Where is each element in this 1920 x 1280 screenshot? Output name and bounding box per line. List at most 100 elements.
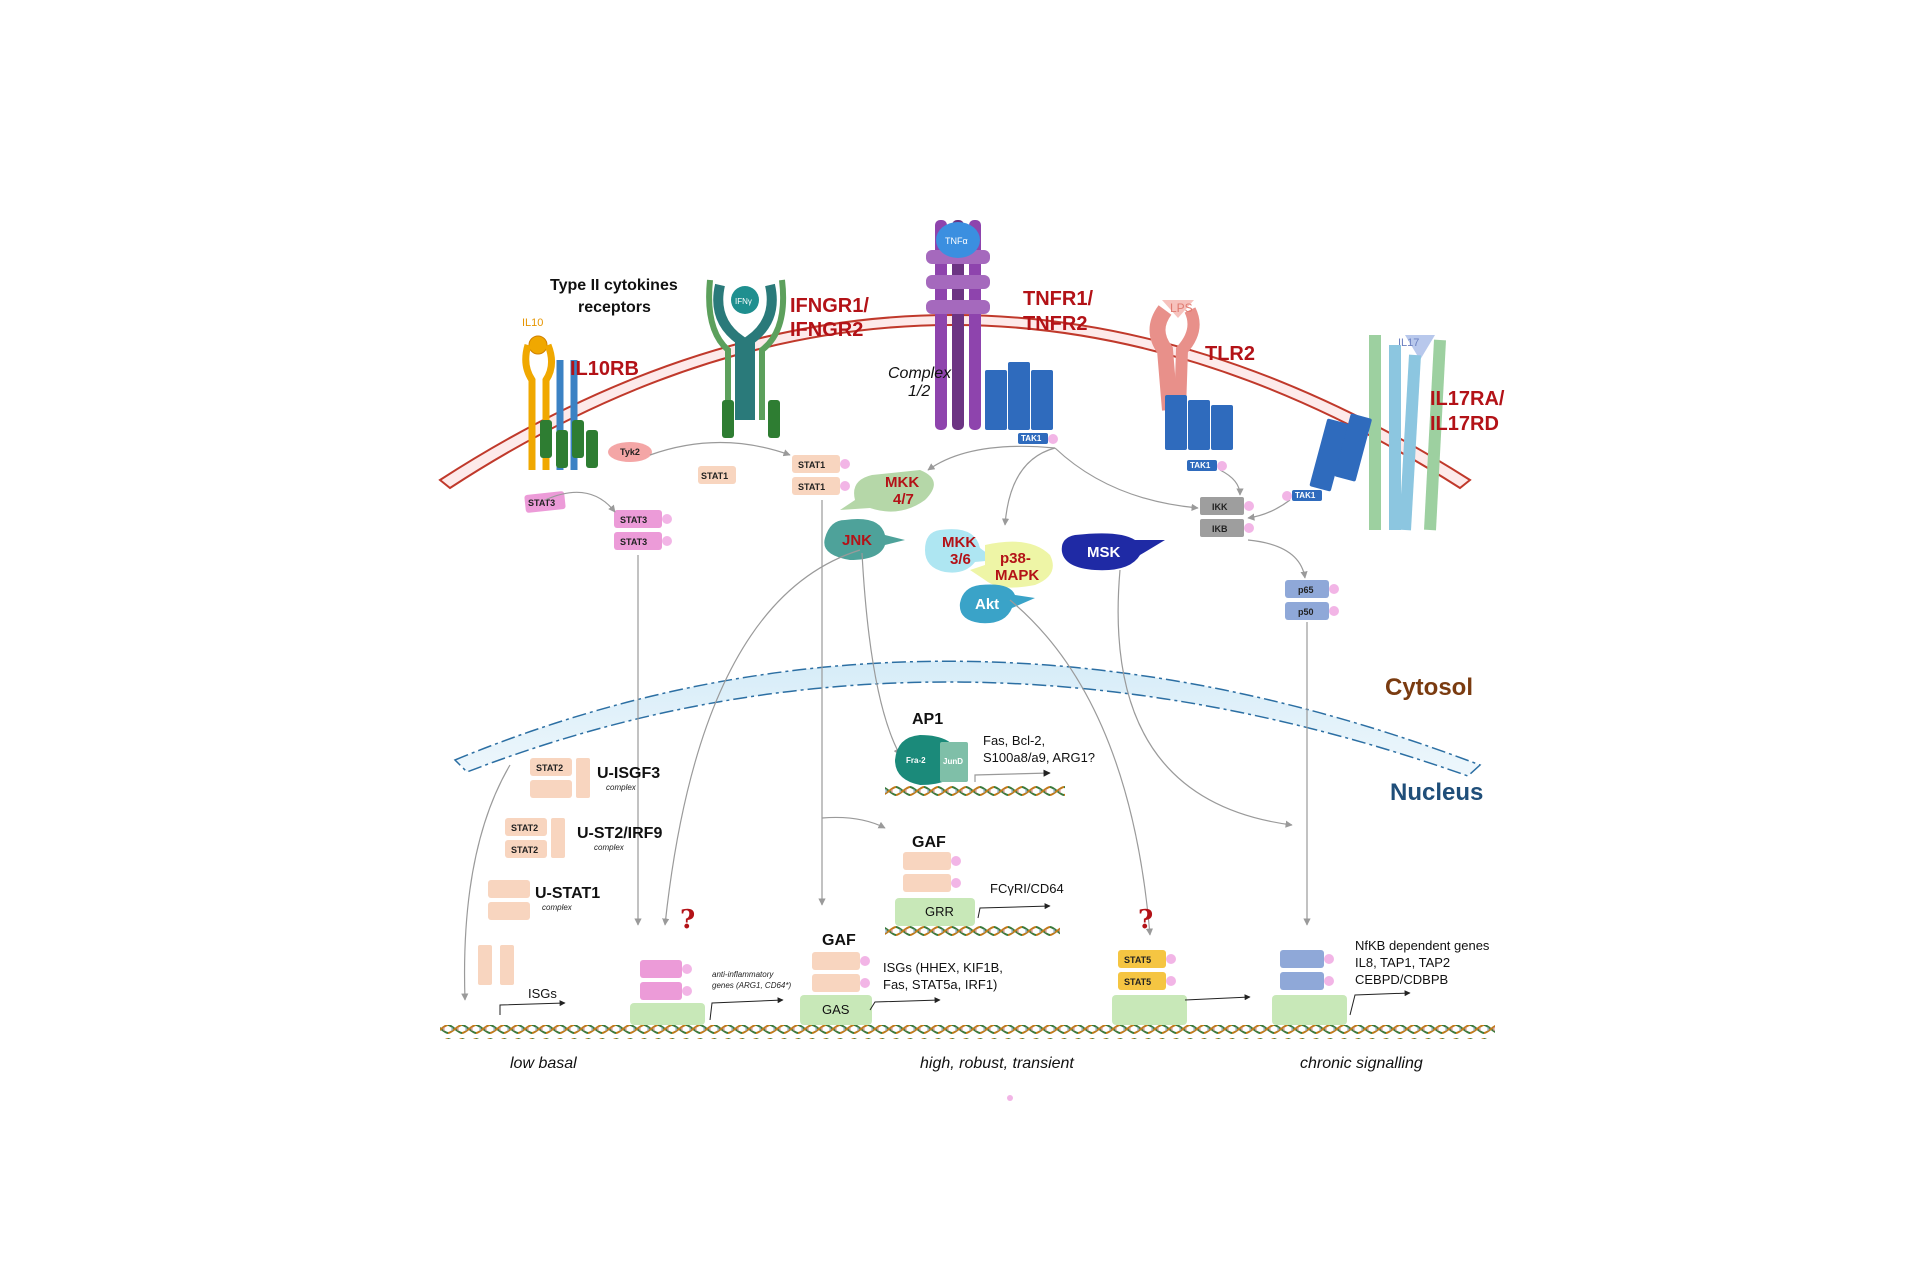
stat5-dimer: STAT5 STAT5 xyxy=(1112,950,1187,1025)
ifngr-label-2: IFNGR2 xyxy=(790,319,863,341)
mkk36-kinase: MKK 3/6 xyxy=(925,529,996,573)
fcgri-label: FCγRI/CD64 xyxy=(990,881,1064,896)
complex-label-2: 1/2 xyxy=(908,383,930,400)
complex-label-1: Complex xyxy=(888,365,952,382)
svg-text:p65: p65 xyxy=(1298,585,1314,595)
il17-receptor: IL17 TAK1 xyxy=(1292,335,1446,531)
isgs-label: ISGs xyxy=(528,986,557,1001)
stat3-dimer-nucleus xyxy=(630,960,705,1025)
u-stat1-complex xyxy=(488,880,530,920)
nucleus-label: Nucleus xyxy=(1390,779,1483,806)
svg-text:MKK: MKK xyxy=(885,474,919,491)
ap1-genes-1: Fas, Bcl-2, xyxy=(983,733,1045,748)
irf1-pair xyxy=(478,945,514,985)
svg-text:4/7: 4/7 xyxy=(893,491,914,508)
svg-text:GRR: GRR xyxy=(925,904,954,919)
chronic-label: chronic signalling xyxy=(1300,1055,1423,1072)
phosphate-marks xyxy=(662,434,1339,1101)
mkk47-kinase: MKK 4/7 xyxy=(840,470,934,512)
tnfr-label-2: TNFR2 xyxy=(1023,313,1087,335)
svg-text:p38-: p38- xyxy=(1000,550,1031,567)
u-st2irf9-label: U-ST2/IRF9 xyxy=(577,825,662,842)
jnk-kinase: JNK xyxy=(824,519,905,560)
svg-text:STAT2: STAT2 xyxy=(511,823,538,833)
svg-text:p50: p50 xyxy=(1298,607,1314,617)
stat5-question: ? xyxy=(1138,905,1153,935)
cytosol-label: Cytosol xyxy=(1385,674,1473,701)
tlr2-receptor: LPS TAK1 xyxy=(1149,300,1233,471)
anti-inflam-2: genes (ARG1, CD64*) xyxy=(712,981,791,990)
svg-text:MKK: MKK xyxy=(942,534,976,551)
ikk-ikb-complex: IKK IKB xyxy=(1200,497,1244,537)
stat1-free: STAT1 xyxy=(698,466,736,484)
svg-text:STAT3: STAT3 xyxy=(620,537,647,547)
anti-inflam-1: anti-inflammatory xyxy=(712,970,774,979)
svg-text:TAK1: TAK1 xyxy=(1295,491,1316,500)
svg-text:IKB: IKB xyxy=(1212,524,1228,534)
gas-genes-1: ISGs (HHEX, KIF1B, xyxy=(883,960,1003,975)
ap1-label: AP1 xyxy=(912,711,943,728)
dna-main xyxy=(440,1025,1495,1039)
gas-genes-2: Fas, STAT5a, IRF1) xyxy=(883,977,997,992)
nfkb-nucleus xyxy=(1272,950,1347,1025)
gaf-dimer-grr: GRR xyxy=(895,852,975,926)
svg-text:MSK: MSK xyxy=(1087,544,1121,561)
high-robust-label: high, robust, transient xyxy=(920,1055,1074,1072)
tnfr-label-1: TNFR1/ xyxy=(1023,288,1093,310)
svg-text:STAT2: STAT2 xyxy=(511,845,538,855)
tnfa-label: TNFα xyxy=(945,236,968,246)
dna-ap1 xyxy=(885,782,1065,796)
gaf-label-grr: GAF xyxy=(912,834,946,851)
svg-text:STAT3: STAT3 xyxy=(620,515,647,525)
nfkb-genes-1: NfKB dependent genes xyxy=(1355,938,1490,953)
il17r-label-2: IL17RD xyxy=(1430,413,1499,435)
svg-text:Akt: Akt xyxy=(975,596,999,613)
ap1-complex: Fra-2 JunD xyxy=(895,735,968,785)
svg-text:MAPK: MAPK xyxy=(995,567,1039,584)
svg-text:JNK: JNK xyxy=(842,532,872,549)
dna-grr xyxy=(885,926,1060,940)
il17-label: IL17 xyxy=(1398,337,1419,349)
svg-text:complex: complex xyxy=(542,903,573,912)
il10rb-label: IL10RB xyxy=(570,358,639,380)
svg-text:JunD: JunD xyxy=(943,757,963,766)
svg-text:STAT3: STAT3 xyxy=(528,498,555,508)
svg-text:STAT5: STAT5 xyxy=(1124,955,1151,965)
svg-text:IKK: IKK xyxy=(1212,502,1228,512)
nfkb-genes-2: IL8, TAP1, TAP2 xyxy=(1355,955,1450,970)
nfkb-genes-3: CEBPD/CDBPB xyxy=(1355,972,1448,987)
svg-text:STAT2: STAT2 xyxy=(536,763,563,773)
lps-label: LPS xyxy=(1170,301,1193,315)
type2-title: Type II cytokines xyxy=(550,277,678,294)
u-isgf3-complex: STAT2 xyxy=(530,758,590,798)
akt-kinase: Akt xyxy=(959,584,1035,624)
il10-label: IL10 xyxy=(522,317,543,329)
msk-kinase: MSK xyxy=(1061,533,1165,571)
svg-text:STAT1: STAT1 xyxy=(798,460,825,470)
svg-text:TAK1: TAK1 xyxy=(1021,434,1042,443)
ifng-label: IFNγ xyxy=(735,297,752,306)
nuclear-envelope xyxy=(453,660,1482,777)
svg-text:GAS: GAS xyxy=(822,1002,850,1017)
svg-text:complex: complex xyxy=(594,843,625,852)
stat1-dimer-cytosol: STAT1 STAT1 xyxy=(792,455,840,495)
u-st2irf9-complex: STAT2 STAT2 xyxy=(505,818,565,858)
svg-text:STAT1: STAT1 xyxy=(798,482,825,492)
type2-subtitle: receptors xyxy=(578,299,651,316)
nfkb-cytosol: p65 p50 xyxy=(1285,580,1329,620)
gaf-dimer-gas: GAS xyxy=(800,952,872,1025)
gaf-label-gas: GAF xyxy=(822,932,856,949)
low-basal-label: low basal xyxy=(510,1055,577,1072)
ap1-genes-2: S100a8/a9, ARG1? xyxy=(983,750,1095,765)
stat3-dimer-cytosol: STAT3 STAT3 xyxy=(614,510,662,550)
ifngr-receptor: IFNγ xyxy=(706,279,787,438)
ifngr-label-1: IFNGR1/ xyxy=(790,295,869,317)
flow-arrows xyxy=(461,441,1311,1001)
tnfr-receptor: TNFα TAK1 xyxy=(926,220,1053,444)
svg-text:STAT5: STAT5 xyxy=(1124,977,1151,987)
u-isgf3-label: U-ISGF3 xyxy=(597,765,660,782)
svg-text:Tyk2: Tyk2 xyxy=(620,447,640,457)
u-stat1-label: U-STAT1 xyxy=(535,885,600,902)
tyk2-node: Tyk2 xyxy=(608,442,652,462)
